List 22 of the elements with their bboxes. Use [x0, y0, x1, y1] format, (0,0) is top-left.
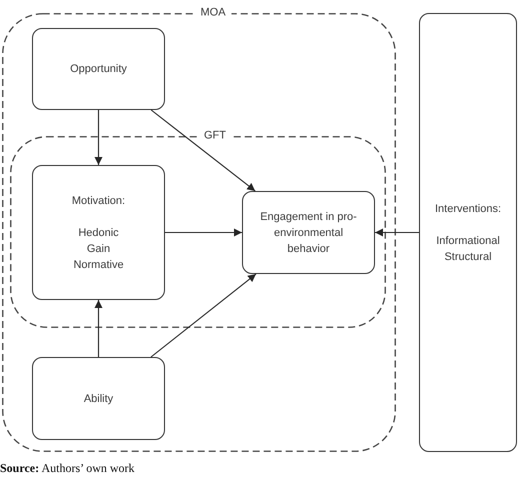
concept-box: [32, 28, 165, 110]
arrow: [150, 274, 256, 358]
arrow: [94, 110, 102, 165]
concept-box: [419, 13, 517, 452]
concept-box: [242, 191, 375, 274]
list-item: Hedonic: [78, 226, 119, 240]
arrow: [375, 228, 419, 236]
source-caption: Source: Authors’ own work: [0, 461, 135, 475]
list-item: Structural: [444, 250, 492, 264]
arrow: [150, 110, 256, 192]
box-label: Ability: [84, 392, 114, 406]
list-item: Normative: [73, 258, 124, 272]
concept-box: [32, 357, 165, 440]
box-heading: Interventions:: [434, 202, 502, 216]
arrow: [94, 300, 102, 357]
box-label: Opportunity: [70, 62, 127, 77]
list-item: Gain: [86, 242, 110, 256]
box-heading: Motivation:: [72, 194, 126, 208]
list-item: Informational: [436, 234, 500, 248]
concept-box: [32, 165, 165, 300]
arrow: [165, 228, 242, 236]
box-label: Engagement in pro-environmental behavior: [259, 210, 358, 256]
